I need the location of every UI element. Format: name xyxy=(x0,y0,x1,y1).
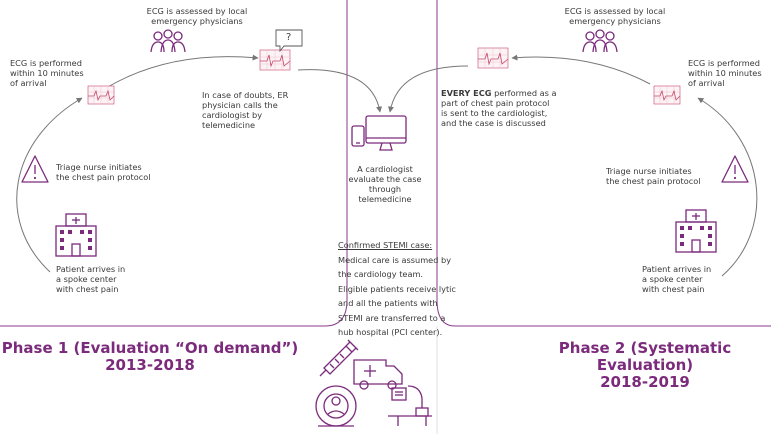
phase1-ecg-performed-line: ECG is performed xyxy=(10,58,82,68)
smartphone-icon xyxy=(351,125,365,147)
phase1-doubts-line: physician calls the xyxy=(202,100,278,110)
phase1-title-line1: Phase 1 (Evaluation “On demand”) xyxy=(1,339,299,357)
phase2-title: Phase 2 (Systematic Evaluation) 2018-201… xyxy=(520,340,770,391)
center-stemi-line: STEMI are transferred to a xyxy=(338,312,446,323)
phase2-ecg-assessed-line: ECG is assessed by local xyxy=(564,6,666,16)
center-stemi-heading: Confirmed STEMI case: xyxy=(338,240,433,250)
phase2-arrives-line: a spoke center xyxy=(642,274,703,284)
speech-bubble-icon xyxy=(275,29,303,53)
center-stemi-line: and all the patients with xyxy=(338,298,438,308)
phase2-every-ecg-line: part of chest pain protocol xyxy=(441,98,550,108)
center-evaluate-line: through xyxy=(368,184,402,194)
phase1-arrives-line: Patient arrives in xyxy=(56,264,126,274)
phase2-arrives-line: Patient arrives in xyxy=(642,264,712,274)
center-stemi-line: the cardiology team. xyxy=(338,269,424,279)
phase2-arrives-text: Patient arrives in a spoke center with c… xyxy=(642,264,711,294)
phase2-every-ecg-first-line: EVERY ECG performed as a xyxy=(441,88,557,98)
phase2-ecg-performed-line: ECG is performed xyxy=(688,58,760,68)
phase2-ecg-assessed-line: emergency physicians xyxy=(569,16,661,26)
phase1-title: Phase 1 (Evaluation “On demand”) 2013-20… xyxy=(0,340,300,374)
phase2-title-line2: 2018-2019 xyxy=(600,373,690,391)
center-stemi-line: hub hospital (PCI center). xyxy=(338,327,443,337)
phase1-ecg-assessed-line: emergency physicians xyxy=(151,16,243,26)
phase2-every-ecg-line: is sent to the cardiologist, xyxy=(441,108,548,118)
syringe-icon xyxy=(319,339,359,377)
phase2-frame xyxy=(436,0,771,327)
ecg-monitor-icon xyxy=(653,85,681,105)
center-stemi-line: Eligible patients receive lytic xyxy=(338,283,456,294)
arrow-ecg-to-assess-left xyxy=(105,54,259,89)
ecg-monitor-icon xyxy=(477,47,509,69)
arrow-arrival-to-ecg-left xyxy=(16,97,83,273)
cath-lab-icon xyxy=(388,385,432,426)
ecg-monitor-icon xyxy=(87,85,115,105)
phase1-ecg-performed: ECG is performed within 10 minutes of ar… xyxy=(10,58,84,88)
center-evaluate-line: evaluate the case xyxy=(348,174,422,184)
arrow-assess-to-center-left xyxy=(297,69,383,113)
phase1-doubts-line: In case of doubts, ER xyxy=(202,90,289,100)
phase2-every-ecg-bold: EVERY ECG xyxy=(441,88,492,98)
bubble-question-mark: ? xyxy=(286,32,292,43)
warning-triangle-icon xyxy=(721,155,749,183)
center-evaluate-line: A cardiologist xyxy=(357,164,413,174)
phase2-ecg-performed: ECG is performed within 10 minutes of ar… xyxy=(688,58,762,88)
phase2-every-ecg-rest: performed as a xyxy=(491,88,557,98)
doctors-group-icon xyxy=(582,29,618,53)
hospital-building-icon xyxy=(55,213,97,257)
phase1-arrives-line: with chest pain xyxy=(56,284,119,294)
phase2-ecg-assessed: ECG is assessed by local emergency physi… xyxy=(560,6,670,26)
doctors-group-icon xyxy=(150,29,186,53)
phase1-arrives-line: a spoke center xyxy=(56,274,117,284)
phase1-arrives-text: Patient arrives in a spoke center with c… xyxy=(56,264,125,294)
phase2-triage-text: Triage nurse initiates the chest pain pr… xyxy=(606,166,701,186)
center-evaluate-line: telemedicine xyxy=(358,194,412,204)
phase1-ecg-assessed: ECG is assessed by local emergency physi… xyxy=(142,6,252,26)
phase2-arrives-line: with chest pain xyxy=(642,284,705,294)
phase2-every-ecg-line: and the case is discussed xyxy=(441,118,546,128)
center-stemi-line: Medical care is assumed by xyxy=(338,254,452,265)
arrow-arrival-to-ecg-right xyxy=(697,97,758,277)
arrow-assess-to-center-right xyxy=(387,65,469,113)
phase1-frame xyxy=(0,0,348,327)
phase2-triage-line: the chest pain protocol xyxy=(606,176,701,186)
phase1-title-line2: 2013-2018 xyxy=(105,356,195,374)
ambulance-icon xyxy=(353,359,403,390)
phase1-triage-text: Triage nurse initiates the chest pain pr… xyxy=(56,162,151,182)
computer-monitor-icon xyxy=(365,115,407,151)
phase1-triage-line: Triage nurse initiates xyxy=(56,162,142,172)
phase1-doubts-text: In case of doubts, ER physician calls th… xyxy=(202,90,288,130)
phase1-doubts-line: cardiologist by xyxy=(202,110,263,120)
phase1-doubts-line: telemedicine xyxy=(202,120,256,130)
phase1-ecg-assessed-line: ECG is assessed by local xyxy=(146,6,248,16)
phase2-triage-line: Triage nurse initiates xyxy=(606,166,692,176)
mri-scanner-icon xyxy=(315,385,357,427)
phase1-ecg-performed-line: within 10 minutes xyxy=(10,68,84,78)
phase2-ecg-performed-line: within 10 minutes xyxy=(688,68,762,78)
arrow-ecg-to-assess-right xyxy=(511,54,651,85)
phase2-every-ecg-text: EVERY ECG performed as a part of chest p… xyxy=(441,88,557,128)
center-evaluate-text: A cardiologist evaluate the case through… xyxy=(342,164,428,204)
center-stemi-block: Confirmed STEMI case: Medical care is as… xyxy=(338,238,456,340)
phase2-ecg-performed-line: of arrival xyxy=(688,78,725,88)
warning-triangle-icon xyxy=(21,155,49,183)
phase2-title-line1: Phase 2 (Systematic Evaluation) xyxy=(558,339,732,374)
hospital-building-icon xyxy=(675,209,717,253)
phase1-ecg-performed-line: of arrival xyxy=(10,78,47,88)
ecg-monitor-icon xyxy=(259,49,291,71)
phase1-triage-line: the chest pain protocol xyxy=(56,172,151,182)
